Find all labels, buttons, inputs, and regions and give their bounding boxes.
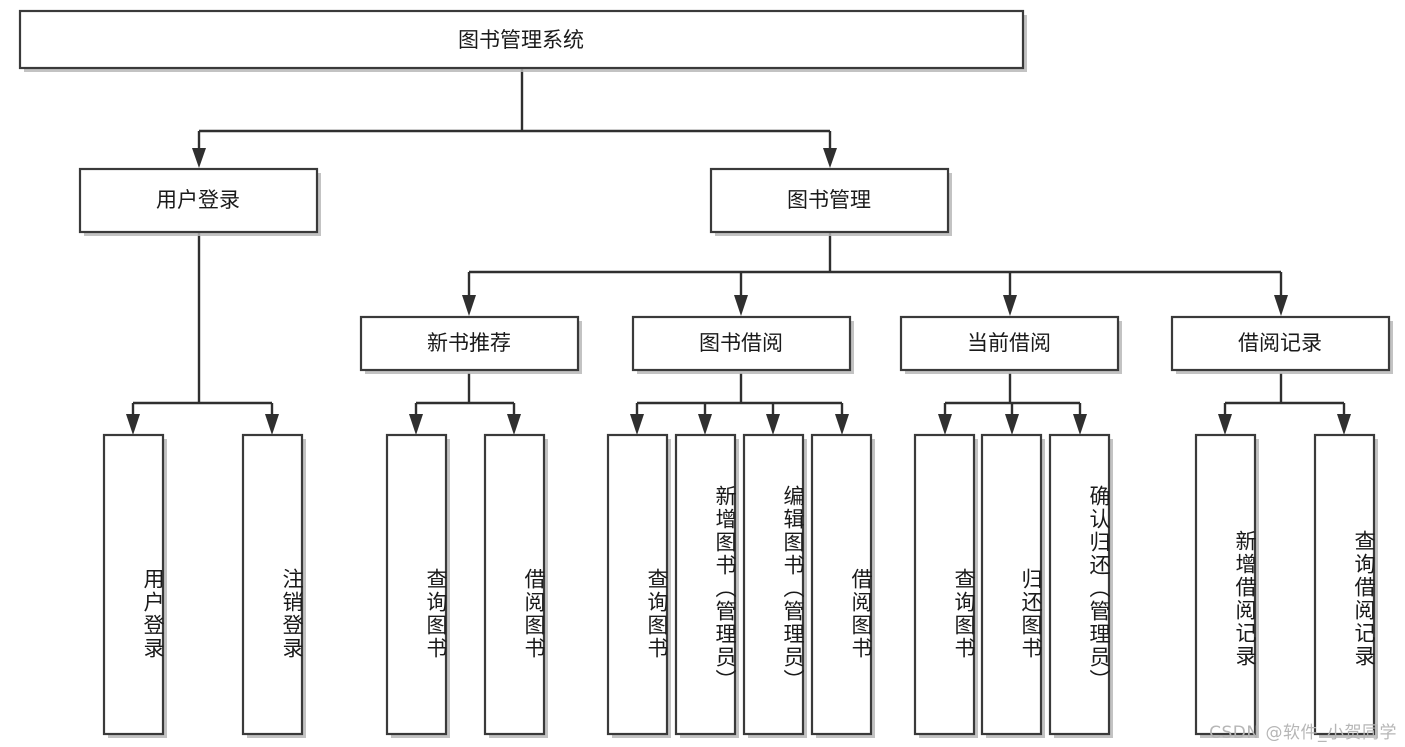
node-user-login-label: 用户登录	[156, 188, 240, 212]
edge-group-borrowrecord-to-leaves	[1218, 373, 1351, 435]
node-book-manage-label: 图书管理	[787, 188, 871, 212]
node-leaf-return-book[interactable]	[980, 433, 1045, 738]
edge-group-bookborrow-to-leaves	[630, 373, 849, 435]
node-book-borrow[interactable]: 图书借阅	[631, 315, 854, 374]
node-borrow-record-label: 借阅记录	[1238, 331, 1322, 355]
node-borrow-record[interactable]: 借阅记录	[1170, 315, 1393, 374]
node-book-manage[interactable]: 图书管理	[709, 167, 952, 236]
node-new-book-rec[interactable]: 新书推荐	[359, 315, 582, 374]
node-leaf-user-logout[interactable]	[241, 433, 306, 738]
node-leaf-confirm-return-admin[interactable]	[1048, 433, 1113, 738]
node-current-borrow[interactable]: 当前借阅	[899, 315, 1122, 374]
node-leaf-query-book-rec[interactable]	[385, 433, 450, 738]
csdn-watermark: CSDN @软件_小贺同学	[1209, 723, 1397, 743]
node-root[interactable]: 图书管理系统	[18, 9, 1027, 72]
node-leaf-add-borrow-record[interactable]	[1194, 433, 1259, 738]
node-leaf-borrow-book-rec[interactable]	[483, 433, 548, 738]
node-root-label: 图书管理系统	[458, 28, 584, 52]
edge-group-currentborrow-to-leaves	[938, 373, 1087, 435]
edge-group-root-to-level2	[192, 69, 837, 168]
edge-group-bookmanage-to-level3	[462, 232, 1288, 316]
node-user-login[interactable]: 用户登录	[78, 167, 321, 236]
node-leaf-query-borrow-record[interactable]	[1313, 433, 1378, 738]
node-current-borrow-label: 当前借阅	[967, 331, 1051, 355]
node-leaf-query-book-borrow[interactable]	[606, 433, 671, 738]
node-leaf-add-book-admin[interactable]	[674, 433, 739, 738]
node-leaf-user-login[interactable]	[102, 433, 167, 738]
edge-group-userlogin-to-leaves	[126, 232, 279, 435]
node-leaf-query-book-current[interactable]	[913, 433, 978, 738]
node-book-borrow-label: 图书借阅	[699, 331, 783, 355]
node-new-book-rec-label: 新书推荐	[427, 331, 511, 355]
edge-group-newbookrec-to-leaves	[409, 373, 521, 435]
node-leaf-edit-book-admin[interactable]	[742, 433, 807, 738]
node-leaf-borrow-book[interactable]	[810, 433, 875, 738]
